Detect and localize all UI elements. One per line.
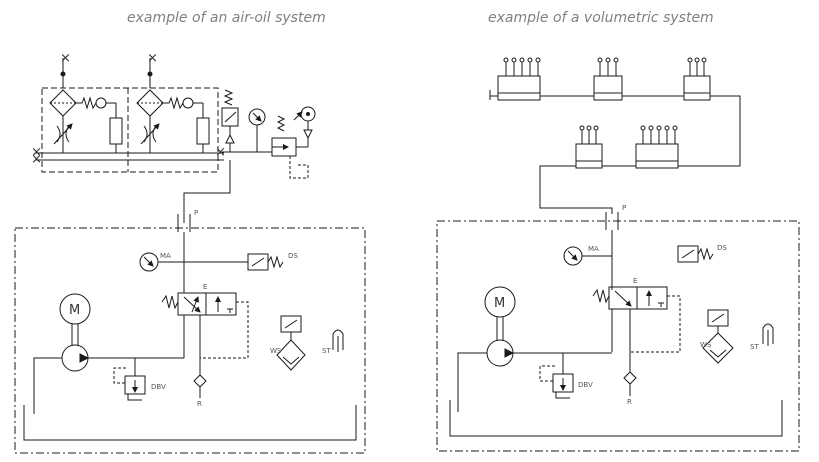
svg-text:×: × (31, 145, 42, 160)
air-components (221, 89, 316, 179)
title-volumetric-system: example of a volumetric system (488, 10, 714, 26)
motor-label-right: M (494, 296, 505, 311)
label-ds-right: DS (717, 244, 727, 252)
distributor-3-top (593, 57, 684, 101)
valve-e-right: E (592, 277, 681, 353)
label-st-right: ST (750, 343, 759, 351)
label-p-left: P (194, 209, 198, 217)
label-ma-right: MA (588, 245, 599, 253)
label-ds-left: DS (288, 252, 298, 260)
label-ws-right: WS (700, 341, 712, 349)
label-st-left: ST (322, 347, 331, 355)
label-dbv-left: DBV (151, 383, 166, 391)
motor-label-left: M (69, 303, 80, 318)
valve-e: E (161, 283, 249, 359)
mixing-block: × × × × × (31, 51, 226, 173)
label-e-right: E (633, 277, 637, 285)
title-air-oil-system: example of an air-oil system (127, 10, 326, 26)
label-r-right: R (627, 398, 632, 406)
volumetric-system: P MA DS E R M DBV (436, 57, 800, 452)
svg-text:×: × (215, 145, 226, 160)
label-p-right: P (622, 204, 626, 212)
svg-text:×: × (31, 152, 42, 167)
label-r-left: R (197, 400, 202, 408)
label-ws-left: WS (270, 347, 282, 355)
distributor-5-bottom (539, 125, 706, 214)
label-ma-left: MA (160, 252, 171, 260)
svg-text:×: × (147, 51, 158, 66)
distributor-3-bottom (575, 125, 636, 169)
label-e-left: E (203, 283, 207, 291)
distributor-5-top (489, 57, 594, 101)
label-dbv-right: DBV (578, 381, 593, 389)
svg-text:×: × (60, 51, 71, 66)
air-oil-system: × × × × × (14, 51, 366, 454)
distributor-3-top-right (683, 57, 741, 167)
